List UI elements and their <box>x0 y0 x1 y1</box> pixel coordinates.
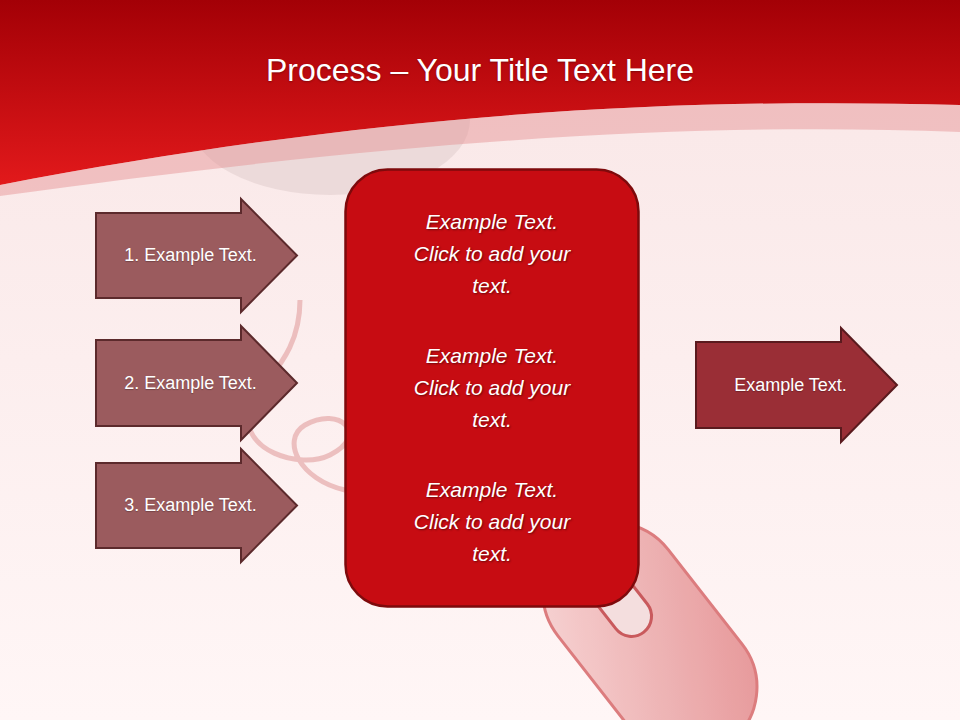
slide-title: Process – Your Title Text Here <box>0 52 960 89</box>
box-text: Example Text. Click to add your text. <box>402 474 582 570</box>
box-text: Example Text. Click to add your text. <box>402 340 582 436</box>
text-area: 2. Example Text. <box>95 340 286 426</box>
process-box: Example Text. Click to add your text. Exa… <box>344 168 640 608</box>
arrow-label: 1. Example Text. <box>124 245 257 266</box>
arrow-label: 2. Example Text. <box>124 373 257 394</box>
input-arrow: 2. Example Text. <box>95 325 298 441</box>
arrow-label: 3. Example Text. <box>124 495 257 516</box>
arrow-shape <box>96 199 297 312</box>
header-band <box>0 0 960 185</box>
text-area: 1. Example Text. <box>95 213 286 298</box>
text-area: Example Text. <box>695 342 886 428</box>
arrow-label: Example Text. <box>734 375 847 396</box>
box-text: Example Text. Click to add your text. <box>402 206 582 302</box>
input-arrow: 1. Example Text. <box>95 198 298 313</box>
output-arrow: Example Text. <box>695 327 898 443</box>
box-shape <box>346 170 639 607</box>
text-area: 3. Example Text. <box>95 463 286 548</box>
input-arrow: 3. Example Text. <box>95 448 298 563</box>
arrow-shape <box>96 326 297 440</box>
arrow-shape <box>696 328 897 442</box>
arrow-shape <box>96 449 297 562</box>
text-area: Example Text. Click to add your text. Exa… <box>344 168 640 608</box>
